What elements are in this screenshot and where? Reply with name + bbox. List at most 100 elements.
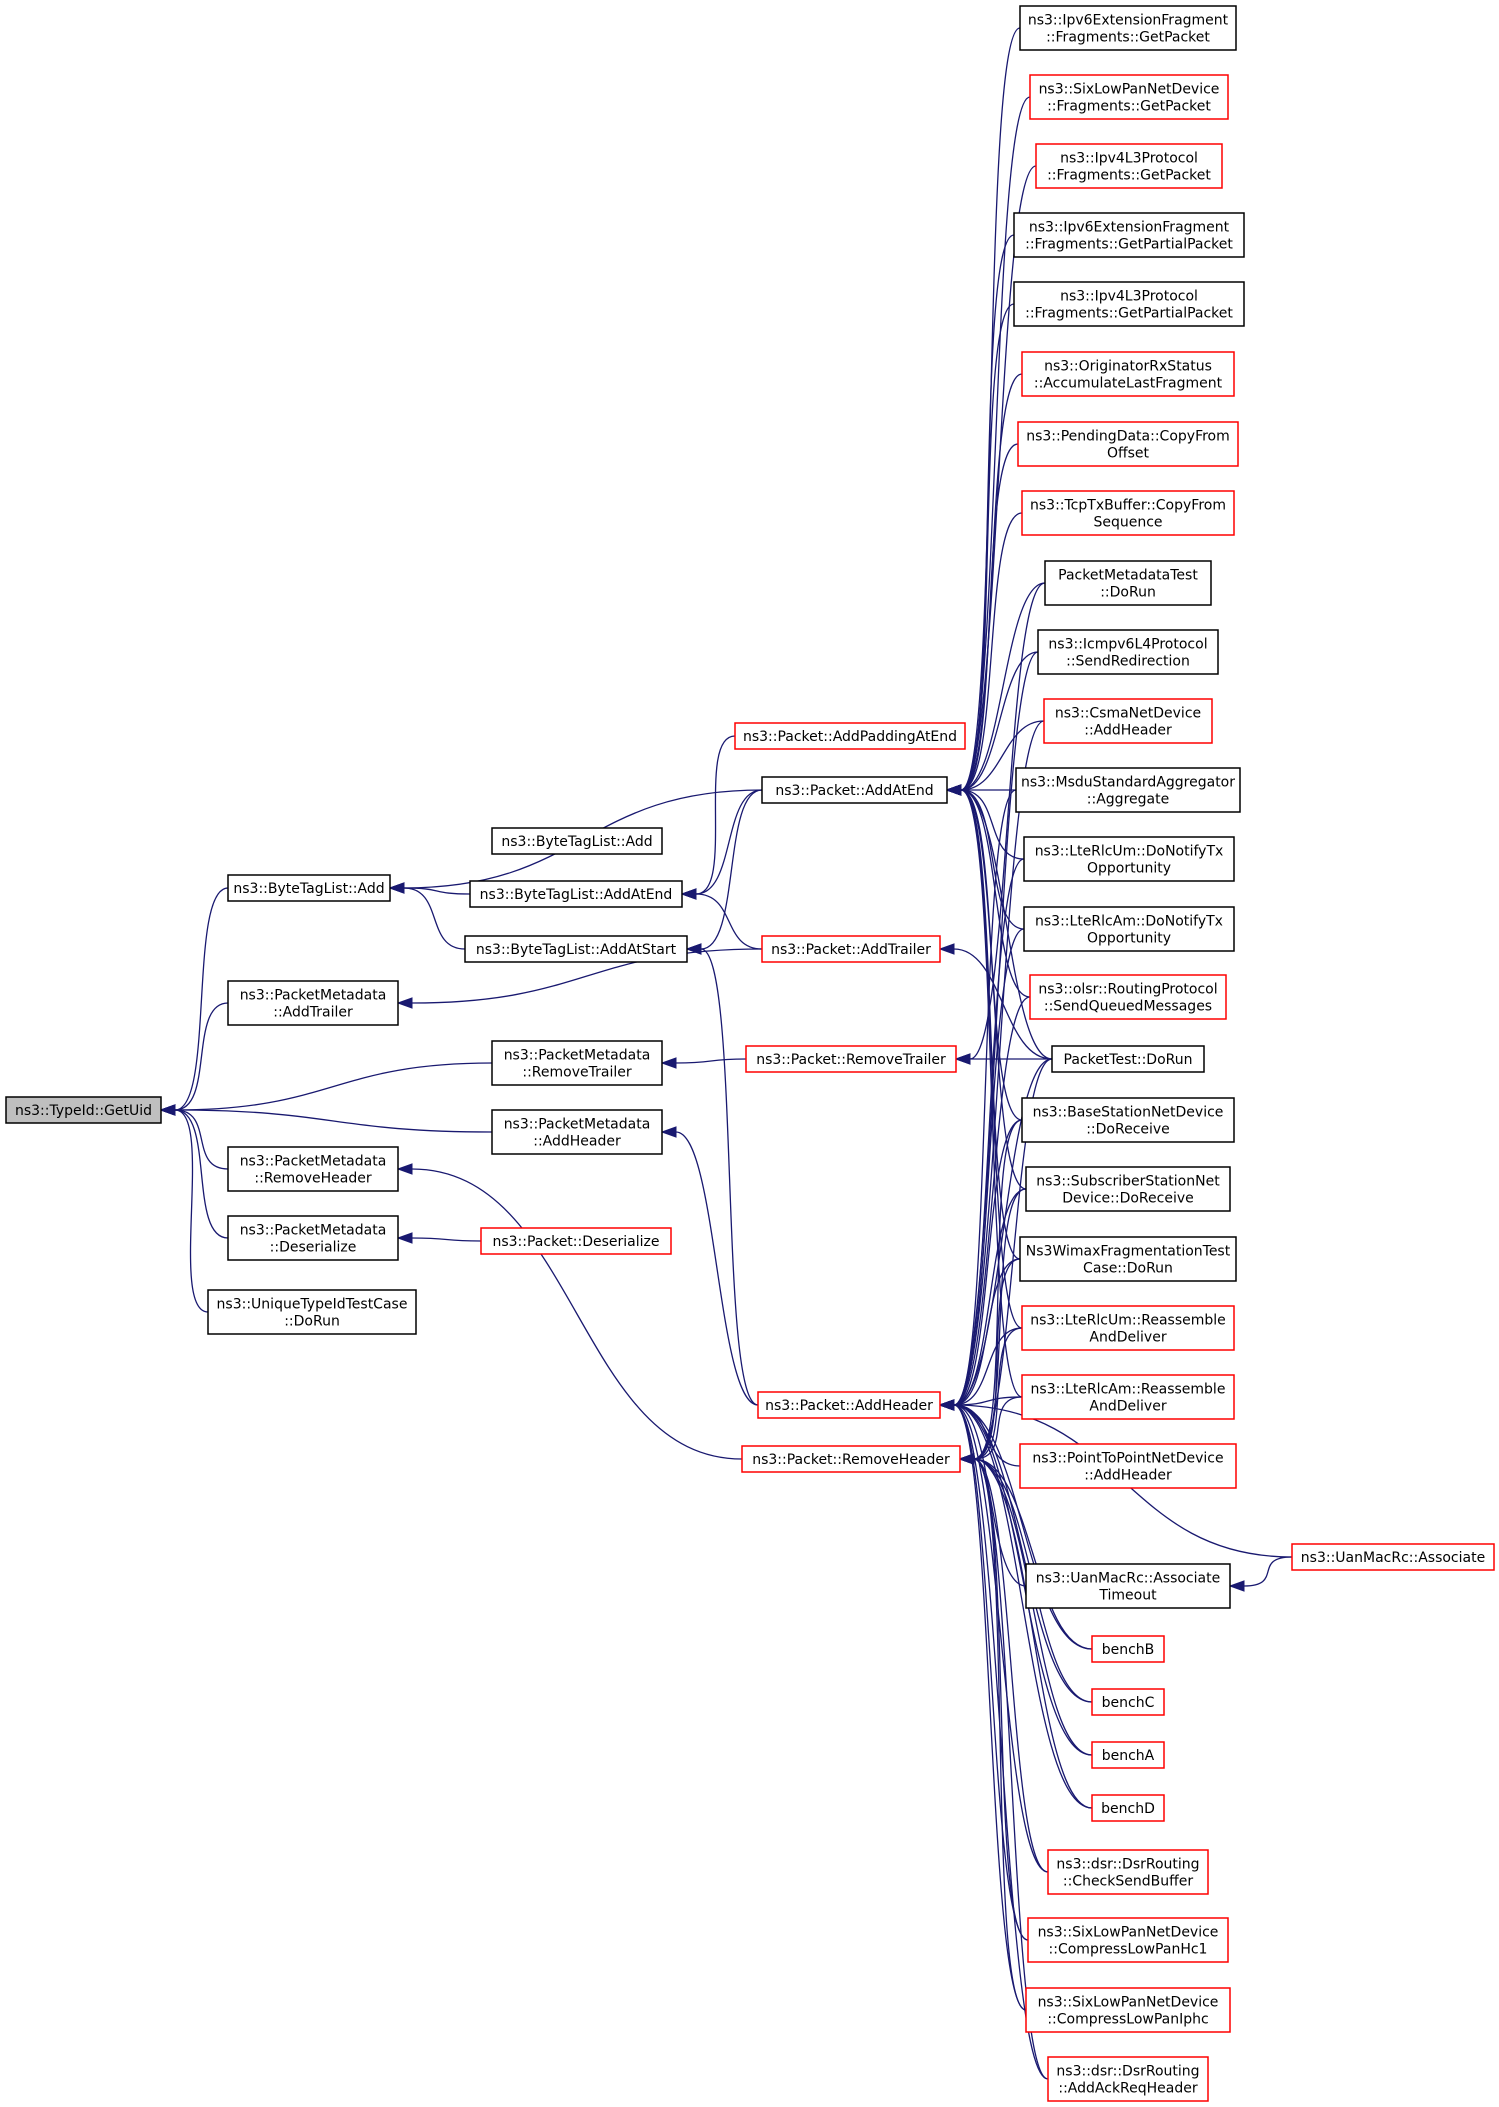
- node-box: [227, 874, 391, 902]
- node-ns3-typeid-getuid[interactable]: ns3::TypeId::GetUid: [5, 1096, 162, 1124]
- node-benchc[interactable]: benchC: [1091, 1688, 1165, 1716]
- arrowhead: [680, 888, 697, 900]
- node-ns3-packetmetadata-removetrailer[interactable]: ns3::PacketMetadata::RemoveTrailer: [491, 1040, 663, 1086]
- node-label: ::AddHeader: [1084, 723, 1172, 739]
- node-ns3-packet-addtrailer[interactable]: ns3::Packet::AddTrailer: [761, 935, 941, 963]
- edge-paddatend-to-btladdatstart: [700, 789, 763, 950]
- node-ns3-packet-removeheader[interactable]: ns3::Packet::RemoveHeader: [741, 1445, 961, 1473]
- node-ns3-ipv4l3protocol-fragments-getpacket[interactable]: ns3::Ipv4L3Protocol::Fragments::GetPacke…: [1035, 143, 1223, 189]
- node-box: [1047, 1849, 1209, 1895]
- node-box: [1025, 1166, 1231, 1212]
- arrowhead: [945, 784, 962, 796]
- node-label: benchA: [1102, 1748, 1155, 1764]
- edge-pdeserialize-to-pmdeserialize: [411, 1237, 482, 1242]
- node-ns3-packet-addatend[interactable]: ns3::Packet::AddAtEnd: [761, 776, 948, 804]
- node-ns3-packet-removetrailer[interactable]: ns3::Packet::RemoveTrailer: [745, 1045, 957, 1073]
- node-label: ns3::PointToPointNetDevice: [1032, 1451, 1223, 1467]
- node-ns3-sixlowpannetdevice-compresslowpanhc1[interactable]: ns3::SixLowPanNetDevice::CompressLowPanH…: [1027, 1917, 1229, 1963]
- node-ns3-packetmetadata-removeheader[interactable]: ns3::PacketMetadata::RemoveHeader: [227, 1146, 399, 1192]
- node-bencha[interactable]: benchA: [1091, 1741, 1165, 1769]
- node-ns3-sixlowpannetdevice-compresslowpaniphc[interactable]: ns3::SixLowPanNetDevice::CompressLowPanI…: [1025, 1987, 1231, 2033]
- node-ns3-originatorrxstatus-accumulatelastfragment[interactable]: ns3::OriginatorRxStatus::AccumulateLastF…: [1021, 351, 1235, 397]
- node-ns3-ipv6extensionfragment-fragments-getpacket[interactable]: ns3::Ipv6ExtensionFragment::Fragments::G…: [1019, 5, 1237, 51]
- edge-uanassoc-to-r23: [1243, 1556, 1293, 1587]
- node-label: ns3::Ipv6ExtensionFragment: [1029, 220, 1230, 236]
- edge-r16-to-paddatend: [960, 789, 1053, 1060]
- node-label: ns3::ByteTagList::Add: [233, 881, 384, 897]
- node-label: ::Fragments::GetPacket: [1047, 99, 1211, 115]
- node-ns3-bytetaglist-addatend[interactable]: ns3::ByteTagList::AddAtEnd: [469, 880, 683, 908]
- node-label: ns3::UniqueTypeIdTestCase: [217, 1297, 408, 1313]
- node-benchd[interactable]: benchD: [1091, 1794, 1165, 1822]
- node-ns3-uanmacrc-associate[interactable]: ns3::UanMacRc::Associate: [1291, 1543, 1495, 1571]
- node-ns3-olsr-routingprotocol-sendqueuedmessages[interactable]: ns3::olsr::RoutingProtocol::SendQueuedMe…: [1029, 974, 1227, 1020]
- node-ns3-bytetaglist-add[interactable]: ns3::ByteTagList::Add: [491, 827, 663, 855]
- node-ns3-dsr-dsrrouting-addackreqheader[interactable]: ns3::dsr::DsrRouting::AddAckReqHeader: [1047, 2056, 1209, 2102]
- node-label: ns3::Ipv4L3Protocol: [1060, 289, 1198, 305]
- node-label: benchD: [1101, 1801, 1155, 1817]
- edge-r20-to-premoveheader: [973, 1327, 1023, 1460]
- node-ns3-bytetaglist-add[interactable]: ns3::ByteTagList::Add: [227, 874, 391, 902]
- node-label: ns3::Ipv6ExtensionFragment: [1028, 13, 1229, 29]
- node-box: [1091, 1688, 1165, 1716]
- node-label: ns3::PacketMetadata: [240, 1154, 387, 1170]
- edge-r30-to-paddheader: [953, 1404, 1027, 2011]
- node-ns3-packetmetadata-deserialize[interactable]: ns3::PacketMetadata::Deserialize: [227, 1215, 399, 1261]
- node-ns3-basestationnetdevice-doreceive[interactable]: ns3::BaseStationNetDevice::DoReceive: [1021, 1097, 1235, 1143]
- edge-r17-to-paddheader: [953, 1119, 1023, 1406]
- node-ns3-uniquetypeidtestcase-dorun[interactable]: ns3::UniqueTypeIdTestCase::DoRun: [207, 1289, 417, 1335]
- node-ns3-sixlowpannetdevice-fragments-getpacket[interactable]: ns3::SixLowPanNetDevice::Fragments::GetP…: [1029, 74, 1229, 120]
- node-label: ::DoRun: [1100, 585, 1156, 601]
- node-label: Ns3WimaxFragmentationTest: [1026, 1244, 1231, 1260]
- node-ns3-msdustandardaggregator-aggregate[interactable]: ns3::MsduStandardAggregator::Aggregate: [1015, 767, 1241, 813]
- edge-r12-to-paddheader: [953, 789, 1017, 1406]
- node-label: ::CompressLowPanHc1: [1049, 1942, 1208, 1958]
- node-ns3-dsr-dsrrouting-checksendbuffer[interactable]: ns3::dsr::DsrRouting::CheckSendBuffer: [1047, 1849, 1209, 1895]
- node-ns3-ipv4l3protocol-fragments-getpartialpacket[interactable]: ns3::Ipv4L3Protocol::Fragments::GetParti…: [1013, 281, 1245, 327]
- node-label: AndDeliver: [1089, 1399, 1166, 1415]
- node-label: ::SendQueuedMessages: [1044, 999, 1212, 1015]
- node-ns3-ipv6extensionfragment-fragments-getpartialpacket[interactable]: ns3::Ipv6ExtensionFragment::Fragments::G…: [1013, 212, 1245, 258]
- node-ns3-packetmetadata-addtrailer[interactable]: ns3::PacketMetadata::AddTrailer: [227, 980, 399, 1026]
- node-label: ns3::MsduStandardAggregator: [1021, 775, 1235, 791]
- node-label: ns3::SubscriberStationNet: [1036, 1174, 1220, 1190]
- node-label: Device::DoReceive: [1062, 1191, 1193, 1207]
- edge-btladdatstart-to-btladd: [403, 887, 466, 950]
- arrowhead: [685, 943, 702, 955]
- node-ns3-packet-addheader[interactable]: ns3::Packet::AddHeader: [757, 1391, 941, 1419]
- node-label: ::Fragments::GetPacket: [1046, 30, 1210, 46]
- node-ns3-icmpv6l4protocol-sendredirection[interactable]: ns3::Icmpv6L4Protocol::SendRedirection: [1037, 629, 1219, 675]
- node-box: [1013, 281, 1245, 327]
- arrowhead: [954, 1053, 971, 1065]
- edge-r20-to-paddheader: [953, 1327, 1023, 1406]
- node-ns3-subscriberstationnet-device-doreceive[interactable]: ns3::SubscriberStationNetDevice::DoRecei…: [1025, 1166, 1231, 1212]
- edge-pmremoveheader-to-getuid: [174, 1109, 229, 1170]
- node-packettest-dorun[interactable]: PacketTest::DoRun: [1051, 1045, 1205, 1073]
- edge-r27-to-paddheader: [953, 1404, 1093, 1809]
- node-box: [1021, 490, 1235, 536]
- edge-r9-to-premovetrailer: [969, 582, 1046, 1060]
- node-ns3-pointtopointnetdevice-addheader[interactable]: ns3::PointToPointNetDevice::AddHeader: [1019, 1443, 1237, 1489]
- node-ns3-bytetaglist-addatstart[interactable]: ns3::ByteTagList::AddAtStart: [464, 935, 688, 963]
- node-box: [1013, 212, 1245, 258]
- node-ns3-csmanetdevice-addheader[interactable]: ns3::CsmaNetDevice::AddHeader: [1043, 698, 1213, 744]
- node-benchb[interactable]: benchB: [1091, 1635, 1165, 1663]
- node-box: [1019, 1236, 1237, 1282]
- node-ns3-packet-deserialize[interactable]: ns3::Packet::Deserialize: [480, 1227, 672, 1255]
- node-box: [1091, 1635, 1165, 1663]
- node-packetmetadatatest-dorun[interactable]: PacketMetadataTest::DoRun: [1044, 560, 1212, 606]
- node-label: Timeout: [1098, 1588, 1157, 1604]
- node-label: Opportunity: [1087, 931, 1171, 947]
- node-ns3-packet-addpaddingatend[interactable]: ns3::Packet::AddPaddingAtEnd: [734, 722, 966, 750]
- node-label: AndDeliver: [1089, 1330, 1166, 1346]
- node-label: ::RemoveHeader: [254, 1171, 371, 1187]
- node-ns3-packetmetadata-addheader[interactable]: ns3::PacketMetadata::AddHeader: [491, 1109, 663, 1155]
